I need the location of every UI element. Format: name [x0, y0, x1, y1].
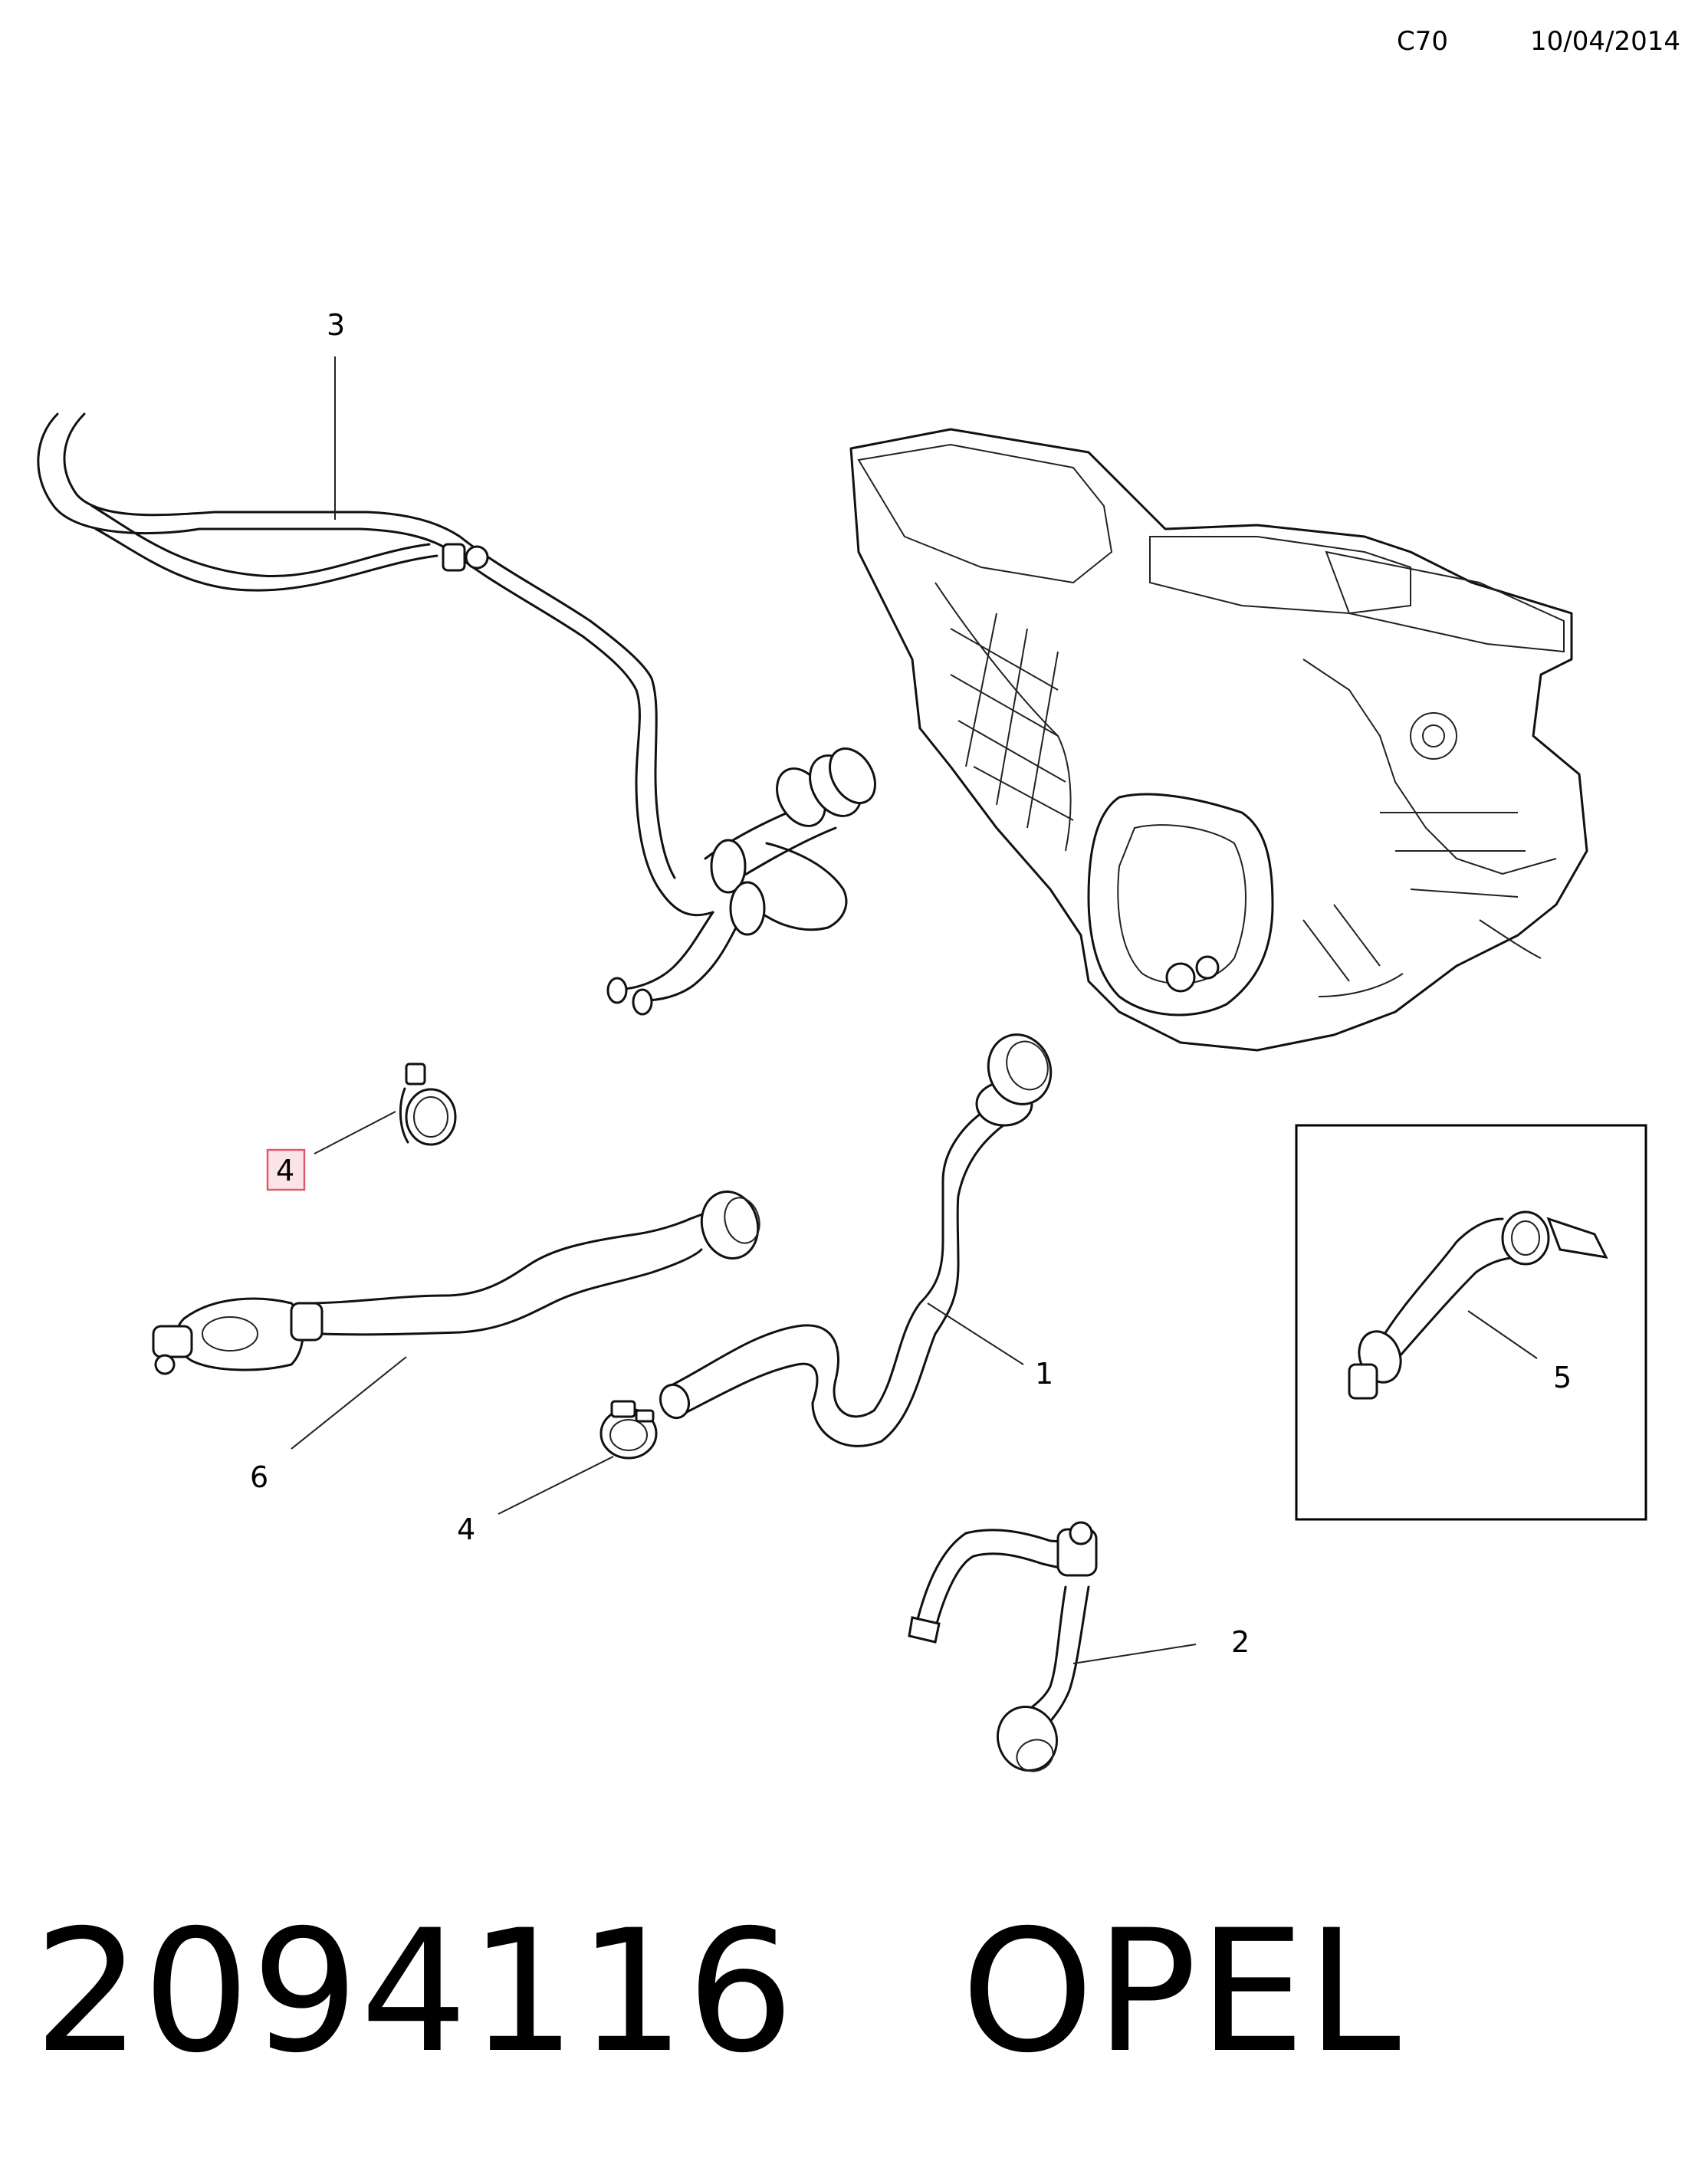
- highlight-box-4[interactable]: [266, 1148, 306, 1191]
- diagram-date: 10/04/2014: [1530, 26, 1680, 57]
- callout-6: 6: [250, 1460, 268, 1494]
- leader-line-4-upper: [314, 1111, 396, 1154]
- leader-line-5: [1467, 1310, 1538, 1359]
- leader-line-2: [1072, 1644, 1197, 1664]
- leader-line-6: [291, 1356, 407, 1450]
- callout-5: 5: [1553, 1361, 1572, 1394]
- footer: 2094116 OPEL: [34, 1893, 1402, 2090]
- hose-2[interactable]: [908, 1521, 1098, 1779]
- leader-line-4-lower: [498, 1456, 614, 1515]
- callout-3: 3: [327, 308, 345, 342]
- brand-name: OPEL: [961, 1893, 1402, 2090]
- part-number: 2094116: [34, 1893, 796, 2090]
- hose-1[interactable]: [656, 1026, 1061, 1447]
- callout-1: 1: [1035, 1357, 1053, 1391]
- callout-4-lower: 4: [457, 1512, 475, 1546]
- inset-box: [1295, 1124, 1647, 1521]
- callout-4-upper: 4: [276, 1154, 294, 1187]
- hose-clamp-4-upper[interactable]: [399, 1063, 457, 1146]
- hose-6[interactable]: [152, 1185, 765, 1375]
- leader-line-1: [927, 1302, 1024, 1365]
- hose-clamp-4-lower[interactable]: [599, 1400, 658, 1460]
- diagram-code: C70: [1397, 26, 1449, 57]
- hvac-module: [849, 428, 1588, 1052]
- callout-2: 2: [1231, 1625, 1250, 1659]
- hose-assembly-3[interactable]: [37, 412, 885, 1016]
- vent-pipe-5[interactable]: [1348, 1210, 1608, 1400]
